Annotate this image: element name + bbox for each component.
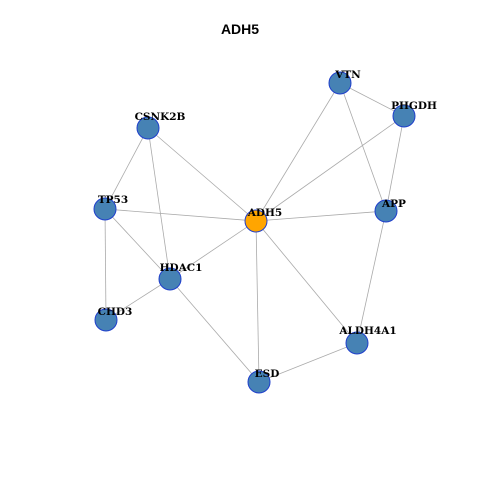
edge-aldh4a1-esd — [258, 342, 358, 383]
plot-title: ADH5 — [220, 21, 260, 37]
node-hdac1 — [158, 267, 182, 291]
edge-adh5-csnk2b — [147, 127, 257, 222]
labels-layer: ADH5 VTN PHGDH CSNK2B TP53 APP HDAC1CHD3ALDH4A… — [98, 69, 437, 380]
node-csnk2b — [136, 116, 160, 140]
node-adh5 — [244, 209, 268, 233]
edge-vtn-app — [339, 82, 387, 212]
edge-hdac1-chd3 — [105, 278, 171, 321]
edge-adh5-hdac1 — [169, 220, 257, 280]
edge-adh5-vtn — [255, 82, 341, 222]
edge-adh5-tp53 — [104, 208, 257, 222]
node-label-aldh4a1: ALDH4A1 — [338, 325, 396, 337]
edge-adh5-phgdh — [255, 115, 405, 222]
node-app — [374, 199, 398, 223]
edge-adh5-esd — [255, 220, 260, 383]
edge-tp53-chd3 — [104, 208, 107, 321]
edge-phgdh-app — [385, 115, 405, 212]
node-tp53 — [93, 197, 117, 221]
edge-adh5-aldh4a1 — [255, 220, 358, 344]
node-label-phgdh: PHGDH — [391, 100, 437, 112]
node-label-vtn: VTN — [334, 69, 361, 81]
edge-csnk2b-hdac1 — [147, 127, 171, 280]
node-label-hdac1: HDAC1 — [160, 262, 203, 274]
node-aldh4a1 — [345, 331, 369, 355]
node-chd3 — [94, 308, 118, 332]
node-label-esd: ESD — [255, 368, 280, 380]
node-label-tp53: TP53 — [98, 194, 128, 206]
edge-vtn-phgdh — [339, 82, 405, 117]
edges-layer — [104, 82, 405, 383]
nodes-layer — [93, 71, 416, 394]
edge-tp53-hdac1 — [104, 208, 171, 280]
node-esd — [247, 370, 271, 394]
node-vtn — [328, 71, 352, 95]
edge-app-aldh4a1 — [356, 210, 387, 344]
node-label-adh5: ADH5 — [247, 207, 282, 219]
edge-csnk2b-tp53 — [104, 127, 149, 210]
edge-adh5-app — [255, 210, 387, 222]
node-label-csnk2b: CSNK2B — [135, 111, 186, 123]
node-phgdh — [392, 104, 416, 128]
node-label-chd3: CHD3 — [98, 306, 133, 318]
edge-hdac1-esd — [169, 278, 260, 383]
node-label-app: APP — [381, 198, 406, 210]
